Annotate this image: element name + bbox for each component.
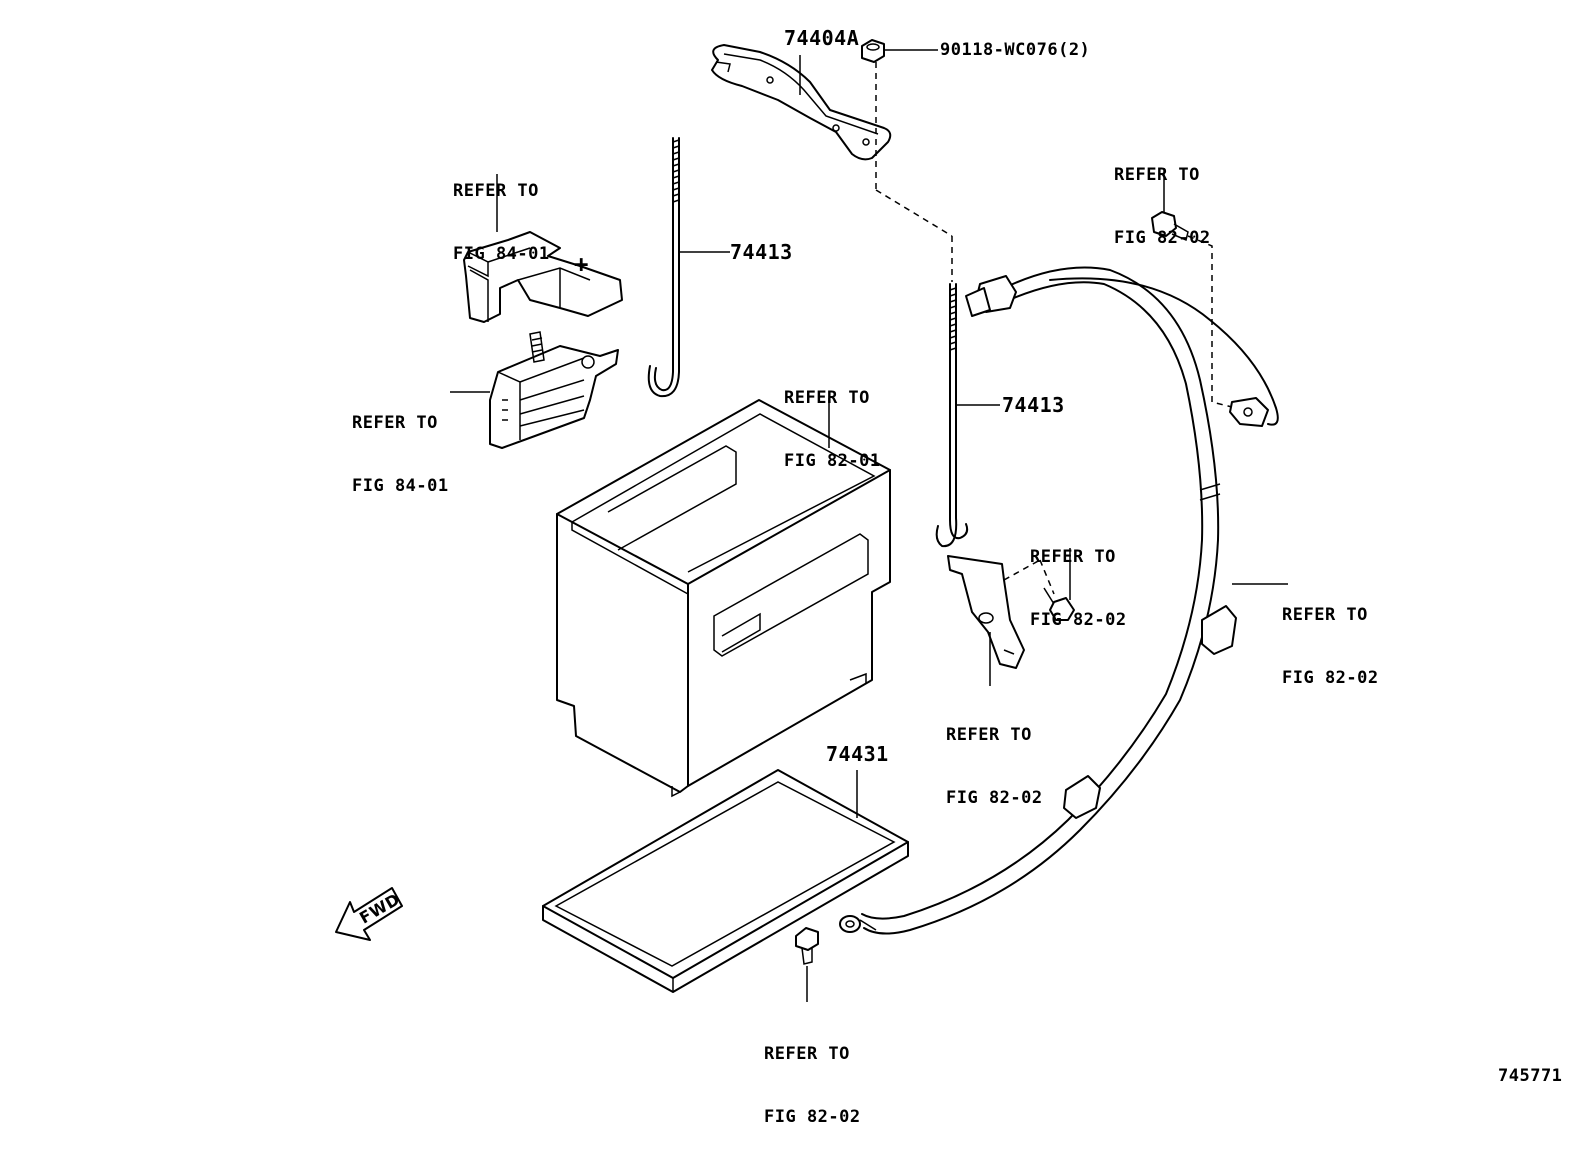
parts-diagram: 74404A 90118-WC076(2) 74413 74413 74431 …: [335, 26, 1563, 1127]
refer-label-bracket: REFER TO FIG 82-02: [946, 683, 1043, 830]
diagram-drawing: [335, 39, 1288, 1002]
battery-terminal: [489, 331, 619, 449]
refer-label-cable: REFER TO FIG 82-02: [1282, 563, 1379, 710]
refer-line-1: REFER TO: [352, 413, 438, 433]
refer-label-bolt-top-right: REFER TO FIG 82-02: [1114, 123, 1211, 270]
bolt-mid: [1043, 587, 1075, 621]
cable-bracket: [947, 555, 1025, 669]
refer-line-2: FIG 82-02: [1282, 668, 1379, 688]
refer-line-2: FIG 82-02: [1030, 610, 1127, 630]
refer-label-terminal: REFER TO FIG 84-01: [352, 371, 449, 518]
callout-74431: 74431: [826, 742, 889, 766]
refer-line-2: FIG 82-01: [784, 451, 881, 471]
callout-nut: 90118-WC076(2): [940, 40, 1091, 60]
bolt-bottom: [795, 927, 819, 965]
refer-line-1: REFER TO: [946, 725, 1032, 745]
refer-line-2: FIG 84-01: [352, 476, 449, 496]
refer-line-2: FIG 82-02: [1114, 228, 1211, 248]
refer-label-bolt-bottom: REFER TO FIG 82-02: [764, 1002, 861, 1149]
refer-label-terminal-cover: REFER TO FIG 84-01: [453, 139, 550, 286]
refer-line-1: REFER TO: [1030, 547, 1116, 567]
refer-label-bolt-mid: REFER TO FIG 82-02: [1030, 505, 1127, 652]
refer-line-1: REFER TO: [784, 388, 870, 408]
fwd-arrow: [335, 887, 403, 941]
bolt-top-right: [1151, 211, 1189, 242]
battery: [556, 399, 891, 798]
refer-line-1: REFER TO: [1114, 165, 1200, 185]
positive-terminal-cover: [463, 231, 623, 323]
refer-line-1: REFER TO: [453, 181, 539, 201]
hold-down-rod-right: [935, 283, 969, 548]
refer-line-1: REFER TO: [1282, 605, 1368, 625]
callout-74413-left: 74413: [730, 240, 793, 264]
figure-number: 745771: [1498, 1066, 1563, 1086]
refer-line-1: REFER TO: [764, 1044, 850, 1064]
callout-74404A: 74404A: [784, 26, 860, 50]
refer-line-2: FIG 82-02: [946, 788, 1043, 808]
hold-down-rod-left: [647, 137, 680, 398]
ground-terminal: [1229, 397, 1269, 427]
negative-cable: [839, 266, 1279, 935]
refer-line-2: FIG 82-02: [764, 1107, 861, 1127]
callout-74413-right: 74413: [1002, 393, 1065, 417]
refer-line-2: FIG 84-01: [453, 244, 550, 264]
plus-symbol: +: [574, 250, 589, 278]
hold-down-bracket: [711, 44, 892, 161]
nut: [861, 39, 885, 63]
refer-label-battery: REFER TO FIG 82-01: [784, 346, 881, 493]
battery-tray: [542, 769, 909, 993]
